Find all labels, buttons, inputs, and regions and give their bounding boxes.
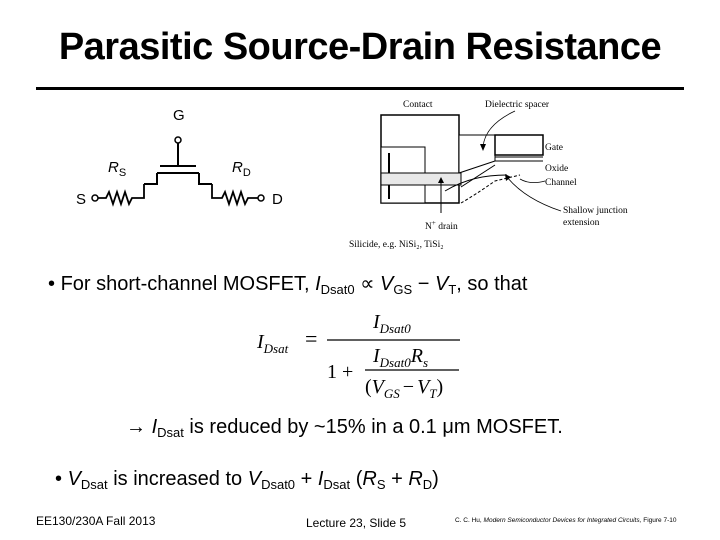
footer-lecture: Lecture 23, Slide 5 xyxy=(306,516,407,530)
gate-terminal xyxy=(174,136,182,144)
channel-pointer xyxy=(519,178,546,183)
channel-boundary xyxy=(444,174,508,192)
result-idsat-reduced: → IDsat is reduced by ~15% in a 0.1 μm M… xyxy=(126,416,563,440)
contact-label: Contact xyxy=(403,100,433,110)
eq-equals: = xyxy=(305,326,317,351)
eq-one-plus: 1 + xyxy=(327,361,353,383)
source-lead xyxy=(144,173,158,185)
n-drain-label: N+ drain xyxy=(425,219,458,232)
extension-boundary xyxy=(460,164,496,188)
gate-region-label: Gate xyxy=(545,143,563,153)
rs-label: RS xyxy=(108,159,126,179)
eq-numerator: IDsat0 xyxy=(372,311,411,336)
drain-terminal xyxy=(257,194,265,202)
title-divider xyxy=(36,87,684,90)
dielectric-spacer-shape xyxy=(458,134,496,174)
spacer-pointer xyxy=(482,110,516,148)
footer-course: EE130/230A Fall 2013 xyxy=(36,514,156,528)
mosfet-circuit-diagram: G RS RD S D xyxy=(76,107,283,208)
gate-label: G xyxy=(173,107,185,124)
drain-label: D xyxy=(272,191,283,208)
arrow-icon: → xyxy=(126,416,146,438)
shallow-junction-label-1: Shallow junction xyxy=(563,206,628,216)
device-cross-section: Contact Dielectric spacer Gate Oxide Cha… xyxy=(349,100,628,250)
current-arrow-head xyxy=(438,177,444,183)
bullet-short-channel: • For short-channel MOSFET, IDsat0 ∝ VGS… xyxy=(48,273,528,297)
gate-block xyxy=(494,134,544,156)
shallow-junction-label-2: extension xyxy=(563,218,600,228)
junction-pointer xyxy=(506,176,562,212)
rd-label: RD xyxy=(232,159,251,179)
eq-inner-numerator: IDsat0Rs xyxy=(372,345,428,370)
rs-resistor xyxy=(98,184,145,207)
page-title: Parasitic Source-Drain Resistance xyxy=(58,26,662,68)
junction-pointer-head xyxy=(505,174,511,181)
source-terminal xyxy=(91,194,99,202)
drain-lead xyxy=(198,173,212,185)
channel-label: Channel xyxy=(545,178,577,188)
spacer-pointer-head xyxy=(480,144,486,151)
eq-inner-denominator: (VGS−VT) xyxy=(365,376,443,401)
idsat-equation: IDsat = IDsat0 1 + IDsat0Rs (VGS−VT) xyxy=(256,311,460,401)
silicide-region xyxy=(380,172,462,186)
junction-boundary xyxy=(381,174,521,204)
oxide-label: Oxide xyxy=(545,164,568,174)
bullet-vdsat: • VDsat is increased to VDsat0 + IDsat (… xyxy=(55,468,439,492)
eq-lhs: IDsat xyxy=(256,331,289,356)
bullet-dot: • xyxy=(55,468,68,490)
bullet-dot: • xyxy=(48,273,61,295)
silicide-label: Silicide, e.g. NiSi₂, TiSi₂ xyxy=(349,240,444,250)
footer-citation: C. C. Hu, Modern Semiconductor Devices f… xyxy=(455,517,677,524)
dielectric-spacer-label: Dielectric spacer xyxy=(485,100,550,110)
rd-resistor xyxy=(211,184,258,207)
source-label: S xyxy=(76,191,86,208)
